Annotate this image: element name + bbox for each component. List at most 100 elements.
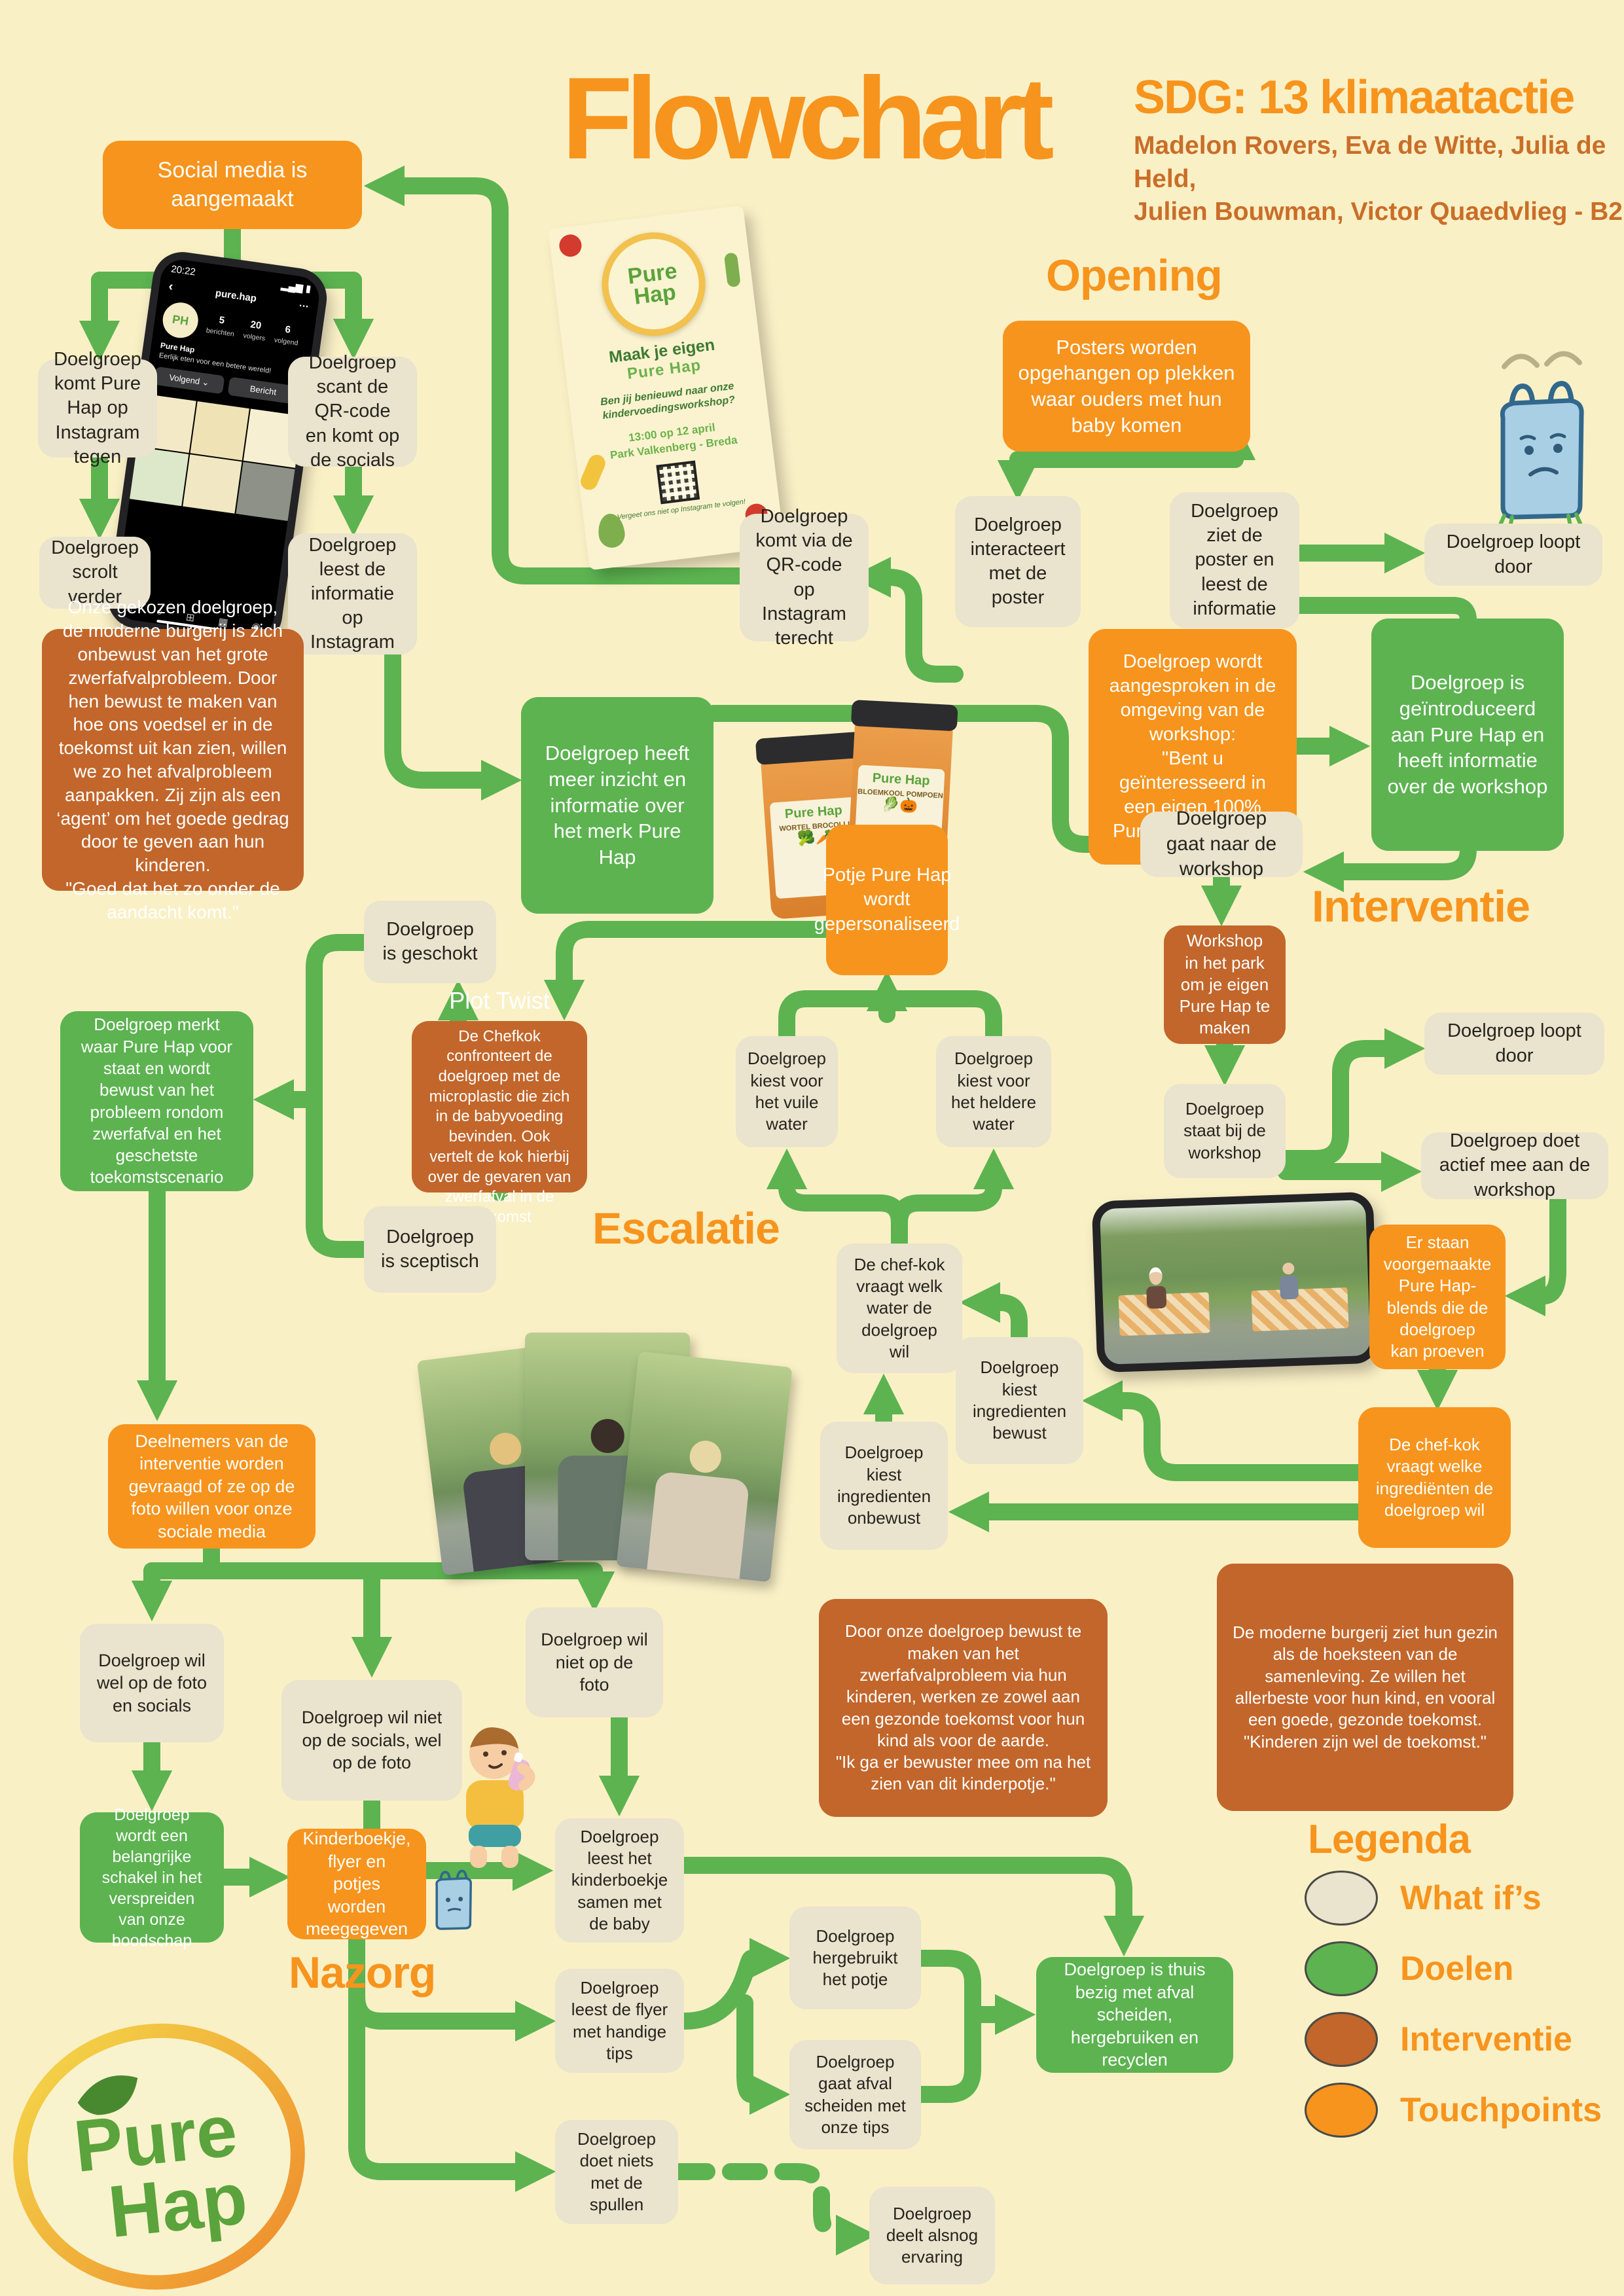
- menu-icon: ⋯: [298, 299, 310, 312]
- intervention-photos: [416, 1333, 793, 1583]
- gaat-naar-workshop-label: Doelgroep gaat naar de workshop: [1166, 808, 1277, 880]
- gaat-afval-scheiden: Doelgroep gaat afval scheiden met onze t…: [789, 2040, 921, 2149]
- ziet-poster-leest-informatie: Doelgroep ziet de poster en leest de inf…: [1170, 492, 1299, 628]
- chef-kok-vraagt-ingredienten-label: De chef-kok vraagt welke ingrediënten de…: [1375, 1434, 1494, 1520]
- section-opening: Opening: [1046, 251, 1223, 300]
- ziet-poster-leest-informatie-label: Doelgroep ziet de poster en leest de inf…: [1191, 501, 1278, 619]
- scrolt-verder: Doelgroep scrolt verder: [39, 537, 151, 609]
- sdg-subtitle: SDG: 13 klimaatactie: [1134, 71, 1575, 124]
- thuis-bezig-afval: Doelgroep is thuis bezig met afval schei…: [1036, 1957, 1233, 2073]
- legend-label: Interventie: [1400, 2020, 1572, 2058]
- leest-kinderboekje-label: Doelgroep leest het kinderboekje samen m…: [571, 1826, 668, 1933]
- wil-op-foto-en-socials: Doelgroep wil wel op de foto en socials: [80, 1624, 224, 1742]
- doet-actief-mee: Doelgroep doet actief mee aan de worksho…: [1421, 1130, 1608, 1200]
- meer-inzicht-pure-hap-label: Doelgroep heeft meer inzicht en informat…: [545, 742, 690, 869]
- post-thumbnail: [190, 401, 249, 461]
- legend-item: Touchpoints: [1305, 2083, 1602, 2138]
- logo-text-pure: Pure: [70, 2089, 241, 2187]
- leest-informatie-instagram: Doelgroep leest de informatie op Instagr…: [288, 533, 417, 655]
- legend-label: Touchpoints: [1400, 2091, 1602, 2129]
- quote-kinderpotje: Door onze doelgroep bewust te maken van …: [819, 1599, 1108, 1817]
- section-interventie: Interventie: [1312, 882, 1530, 931]
- scrolt-verder-label: Doelgroep scrolt verder: [51, 537, 139, 607]
- voorgemaakte-blends: Er staan voorgemaakte Pure Hap-blends di…: [1369, 1225, 1506, 1369]
- loopt-door-opening: Doelgroep loopt door: [1424, 524, 1602, 586]
- chef-kok-vraagt-ingredienten: De chef-kok vraagt welke ingrediënten de…: [1358, 1407, 1511, 1548]
- quote-toekomst-label: De moderne burgerij ziet hun gezin als d…: [1233, 1623, 1498, 1751]
- geintroduceerd-aan-pure-hap: Doelgroep is geïntroduceerd aan Pure Hap…: [1371, 619, 1564, 851]
- authors: Madelon Rovers, Eva de Witte, Julia de H…: [1134, 130, 1624, 229]
- komt-via-qr-code-label: Doelgroep komt via de QR-code op Instagr…: [755, 506, 853, 649]
- chef-kok-vraagt-welk-water-label: De chef-kok vraagt welk water de doelgro…: [854, 1254, 945, 1361]
- komt-pure-hap-instagram-tegen: Doelgroep komt Pure Hap op Instagram teg…: [38, 349, 157, 467]
- niet-op-socials-wel-foto-label: Doelgroep wil niet op de socials, wel op…: [301, 1708, 442, 1773]
- profile-username: pure.hap: [214, 287, 258, 305]
- meer-inzicht-pure-hap: Doelgroep heeft meer inzicht en informat…: [521, 697, 713, 914]
- staat-bij-workshop-label: Doelgroep staat bij de workshop: [1183, 1099, 1266, 1162]
- kinderboekje-flyer-potjes-label: Kinderboekje, flyer en potjes worden mee…: [302, 1829, 411, 1939]
- merkt-waar-pure-hap-voor-staat: Doelgroep merkt waar Pure Hap voor staat…: [60, 1011, 253, 1191]
- post-thumbnail: [236, 461, 295, 521]
- loopt-door-interventie-label: Doelgroep loopt door: [1447, 1020, 1581, 1066]
- back-icon: ‹: [168, 279, 174, 295]
- interacteert-met-poster: Doelgroep interacteert met de poster: [955, 496, 1081, 627]
- leest-informatie-instagram-label: Doelgroep leest de informatie op Instagr…: [308, 534, 397, 653]
- legend-label: Doelen: [1400, 1950, 1514, 1988]
- hergebruikt-potje-label: Doelgroep hergebruikt het potje: [812, 1926, 898, 1990]
- potje-gepersonaliseerd-label: Potje Pure Hap wordt gepersonaliseerd: [814, 865, 960, 935]
- clock: 20:22: [170, 263, 196, 278]
- gaat-afval-scheiden-label: Doelgroep gaat afval scheiden met onze t…: [804, 2051, 906, 2137]
- visitor-figure: [1277, 1263, 1301, 1302]
- legend-label: What if’s: [1400, 1879, 1542, 1917]
- loopt-door-interventie: Doelgroep loopt door: [1424, 1013, 1604, 1075]
- quote-toekomst: De moderne burgerij ziet hun gezin als d…: [1217, 1564, 1513, 1811]
- thuis-bezig-afval-label: Doelgroep is thuis bezig met afval schei…: [1064, 1960, 1206, 2070]
- authors-line2: Julien Bouwman, Victor Quaedvlieg - B2: [1134, 198, 1623, 226]
- peapod-icon: [723, 252, 741, 288]
- workshop-video-screen: [1099, 1199, 1371, 1365]
- legend-item: Interventie: [1305, 2012, 1602, 2067]
- potje-gepersonaliseerd: Potje Pure Hap wordt gepersonaliseerd: [814, 825, 960, 975]
- social-media-aangemaakt-label: Social media is aangemaakt: [157, 157, 308, 211]
- post-thumbnail: [183, 454, 242, 514]
- section-nazorg: Nazorg: [289, 1948, 436, 1998]
- plot-twist-label: De Chefkok confronteert de doelgroep met…: [427, 1027, 571, 1227]
- loopt-door-opening-label: Doelgroep loopt door: [1446, 531, 1581, 577]
- belangrijke-schakel: Doelgroep wordt een belangrijke schakel …: [80, 1806, 224, 1950]
- avatar: PH: [160, 300, 201, 340]
- workshop-in-park: Workshop in het park om je eigen Pure Ha…: [1164, 925, 1286, 1044]
- doet-actief-mee-label: Doelgroep doet actief mee aan de worksho…: [1439, 1130, 1591, 1200]
- banana-icon: [577, 452, 608, 493]
- legend-item: Doelen: [1305, 1941, 1602, 1996]
- deelnemers-foto-gevraagd: Deelnemers van de interventie worden gev…: [108, 1424, 316, 1549]
- komt-via-qr-code: Doelgroep komt via de QR-code op Instagr…: [740, 506, 869, 649]
- kiest-ingredienten-onbewust: Doelgroep kiest ingredienten onbewust: [820, 1422, 948, 1550]
- kiest-vuile-water-label: Doelgroep kiest voor het vuile water: [748, 1049, 826, 1134]
- leest-flyer-tips: Doelgroep leest de flyer met handige tip…: [555, 1969, 684, 2073]
- logo-text-hap: Hap: [105, 2157, 251, 2253]
- hergebruikt-potje: Doelgroep hergebruikt het potje: [789, 1907, 921, 2009]
- legend-swatch: [1305, 1871, 1378, 1926]
- posters-opgehangen: Posters worden opgehangen op plekken waa…: [1003, 321, 1250, 452]
- doelgroep-omschrijving-label: Onze gekozen doelgroep, de moderne burge…: [56, 597, 289, 922]
- leest-kinderboekje: Doelgroep leest het kinderboekje samen m…: [555, 1818, 684, 1943]
- niet-op-socials-wel-foto: Doelgroep wil niet op de socials, wel op…: [281, 1680, 462, 1801]
- kinderboekje-flyer-potjes: Kinderboekje, flyer en potjes worden mee…: [287, 1829, 426, 1939]
- gaat-naar-workshop: Doelgroep gaat naar de workshop: [1140, 808, 1303, 880]
- merkt-waar-pure-hap-voor-staat-label: Doelgroep merkt waar Pure Hap voor staat…: [81, 1014, 233, 1187]
- kiest-ingredienten-bewust: Doelgroep kiest ingredienten bewust: [956, 1337, 1083, 1464]
- poster-title: Flowchart: [562, 53, 1055, 183]
- plot-twist-title: Plot Twist: [449, 987, 550, 1014]
- is-geschokt-label: Doelgroep is geschokt: [382, 918, 478, 964]
- workshop-in-park-label: Workshop in het park om je eigen Pure Ha…: [1179, 931, 1271, 1038]
- sad-plastic-bag-icon: [1497, 351, 1584, 532]
- deelt-alsnog-ervaring: Doelgroep deelt alsnog ervaring: [869, 2187, 995, 2284]
- legend-swatch: [1305, 2083, 1378, 2138]
- voorgemaakte-blends-label: Er staan voorgemaakte Pure Hap-blends di…: [1383, 1232, 1492, 1361]
- kiest-heldere-water: Doelgroep kiest voor het heldere water: [936, 1036, 1051, 1147]
- follow-button: Volgend ⌄: [153, 366, 225, 395]
